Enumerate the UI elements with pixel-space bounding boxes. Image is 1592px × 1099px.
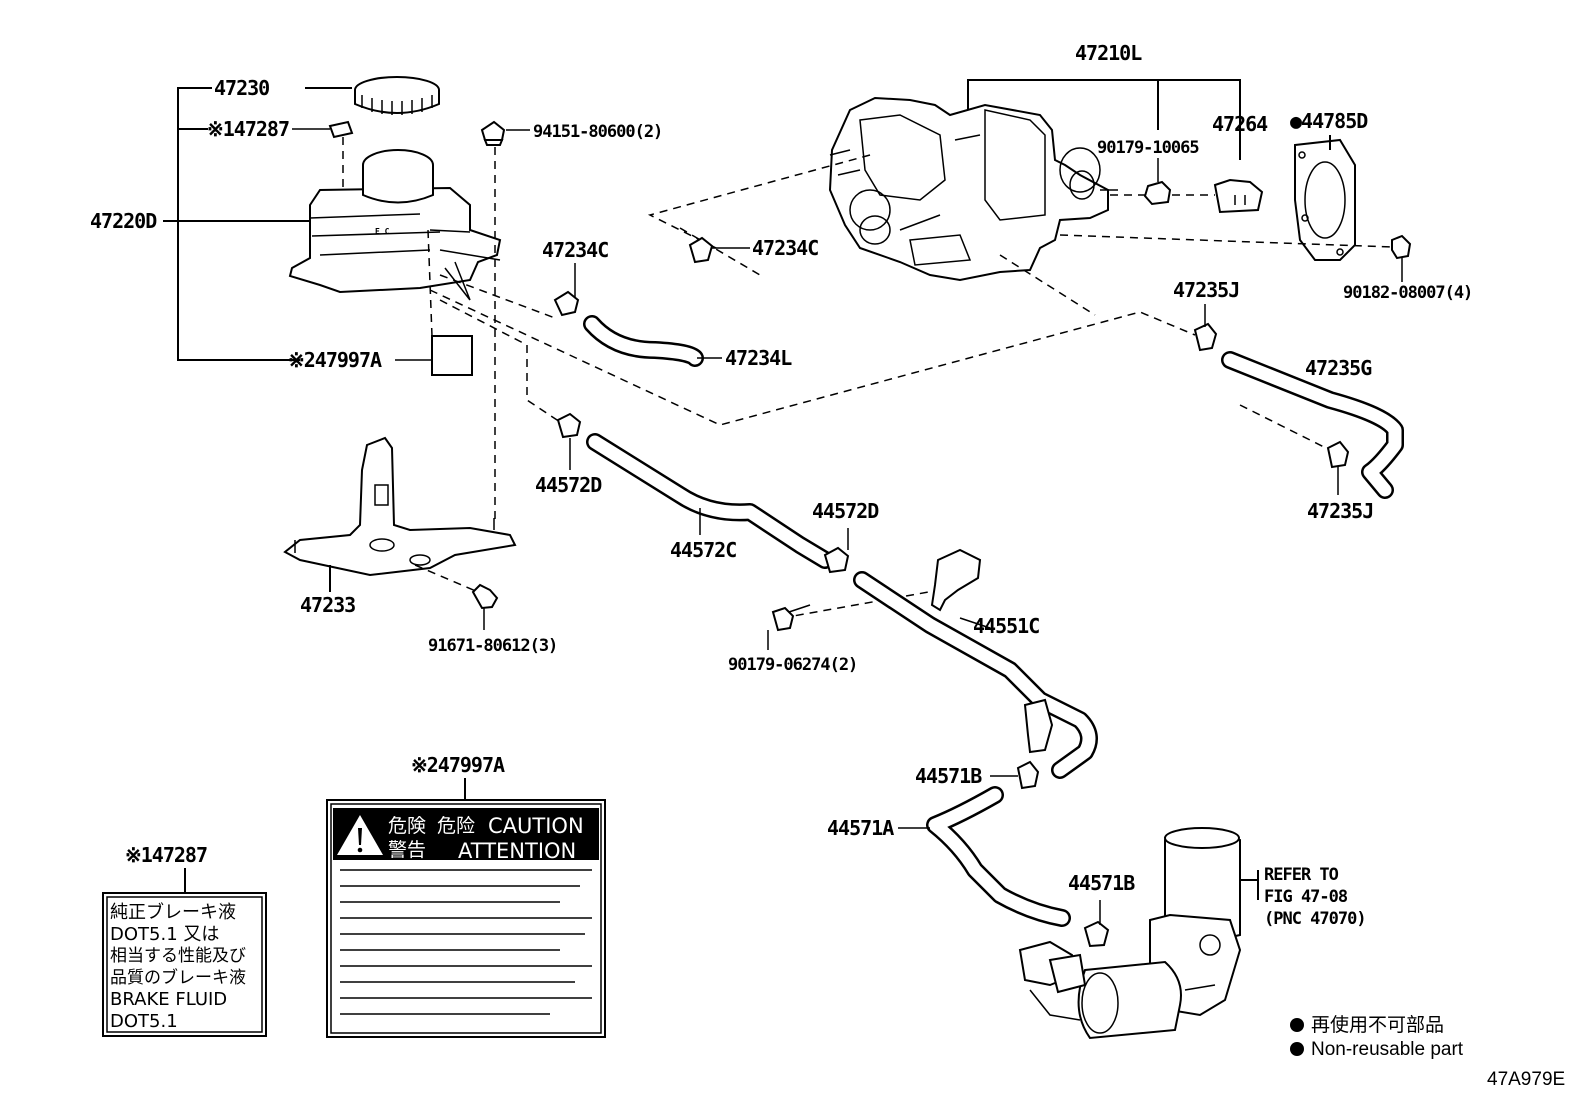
legend: 再使用不可部品 Non-reusable part 47A979E [1290,1014,1565,1090]
figure-id: 47A979E [1487,1069,1565,1090]
callout-47235J-a: 47235J [1173,278,1239,302]
brake-actuator-assembly [828,79,1412,282]
callout-47287-top: ※147287 [207,117,289,141]
callout-90179-10065: 90179-10065 [1097,138,1199,158]
caution-jp-3: 警告 [388,839,426,861]
pump-assembly [1018,827,1259,1040]
actuator-nut-90179 [1143,180,1172,206]
label-47287-line-1: 純正ブレーキ液 [110,901,236,923]
hose-44572C [586,433,834,569]
hose-47234L [583,315,704,367]
refer-line-2: FIG 47-08 [1264,887,1348,907]
actuator-bracket-47264 [1213,178,1264,214]
callout-47233: 47233 [300,593,355,617]
clamps [553,236,1350,948]
leader-lines [569,247,1339,925]
hose-44551C [779,548,1098,779]
label-47287-line-2: DOT5.1 又は [110,924,219,945]
clamp-47235J-b [1326,440,1350,469]
callout-47287-bottom: ※147287 [125,843,207,867]
callout-44572D-b: 44572D [812,499,879,523]
hose-44571A [926,786,1071,927]
clamp-44571B-a [1016,760,1040,790]
caution-jp-2: 危险 [437,815,475,837]
callout-44571B-b: 44571B [1068,871,1135,895]
callout-44572D-a: 44572D [535,473,602,497]
legend-jp: 再使用不可部品 [1311,1014,1444,1036]
brake-fluid-reservoir: E C [288,149,502,301]
label-47997A-box: 危険 危险 CAUTION 警告 ATTENTION [326,778,606,1038]
callout-47997A-bottom: ※247997A [411,753,505,777]
reservoir-bracket [283,436,517,630]
callout-47220D: 47220D [90,209,157,233]
bracket-bolt-91671 [471,583,499,610]
callout-44551C: 44551C [973,614,1039,638]
actuator-gasket [1294,138,1356,261]
callout-44571A: 44571A [827,816,894,840]
dashed-routing [429,154,1331,619]
label-47287-line-4: 品質のブレーキ液 [110,967,246,988]
legend-en: Non-reusable part [1311,1039,1464,1060]
clamp-47234C-b [688,236,714,264]
refer-line-1: REFER TO [1264,865,1339,885]
non-reusable-dot-icon [1290,1018,1304,1032]
label-47287-line-5: BRAKE FLUID [110,989,227,1010]
hose-47235G [1221,351,1404,499]
reservoir-bolt-94151 [480,120,506,146]
svg-text:E C: E C [375,227,390,236]
clamp-44571B-b [1083,920,1110,948]
callout-47210L: 47210L [1075,41,1142,65]
callout-47235G: 47235G [1305,356,1372,380]
callout-94151: 94151-80600(2) [533,122,662,142]
caution-text-lines [340,869,592,1015]
clamp-44572D-a [556,412,582,439]
callout-47234C-b: 47234C [752,236,818,260]
callout-47234L: 47234L [725,346,792,370]
non-reusable-dot-icon [1290,1042,1304,1056]
reservoir-group: E C [163,76,530,525]
callout-90179-06274: 90179-06274(2) [728,655,857,675]
callout-44571B-a: 44571B [915,764,982,788]
callout-47997A-top: ※247997A [288,348,382,372]
refer-line-3: (PNC 47070) [1264,909,1366,929]
caution-jp-1: 危険 [388,815,426,837]
clamp-47234C-a [553,290,580,317]
caution-en-1: CAUTION [488,814,584,838]
callout-47234C-a: 47234C [542,238,608,262]
fluid-label-47287-part [328,120,354,139]
callout-91671: 91671-80612(3) [428,636,557,656]
clamp-44572D-b [823,546,850,574]
callout-47264: 47264 [1212,112,1268,136]
callout-44572C: 44572C [670,538,736,562]
reservoir-cap [354,76,440,115]
caution-en-2: ATTENTION [458,839,576,863]
callout-47235J-b: 47235J [1307,499,1373,523]
callout-44785D: ●44785D [1290,109,1368,133]
callouts: 47230 ※147287 47220D 94151-80600(2) ※247… [90,41,1473,929]
callout-47230: 47230 [214,76,269,100]
callout-90182: 90182-08007(4) [1343,283,1472,303]
nut-90179-06274 [771,606,795,632]
label-47287-box: 純正ブレーキ液 DOT5.1 又は 相当する性能及び 品質のブレーキ液 BRAK… [102,868,267,1037]
label-47287-line-6: DOT5.1 [110,1011,178,1032]
clamp-47235J-a [1193,322,1218,352]
caution-label-47997A-part [431,335,473,376]
gasket-nut-90182 [1391,234,1412,260]
label-47287-line-3: 相当する性能及び [110,946,246,966]
